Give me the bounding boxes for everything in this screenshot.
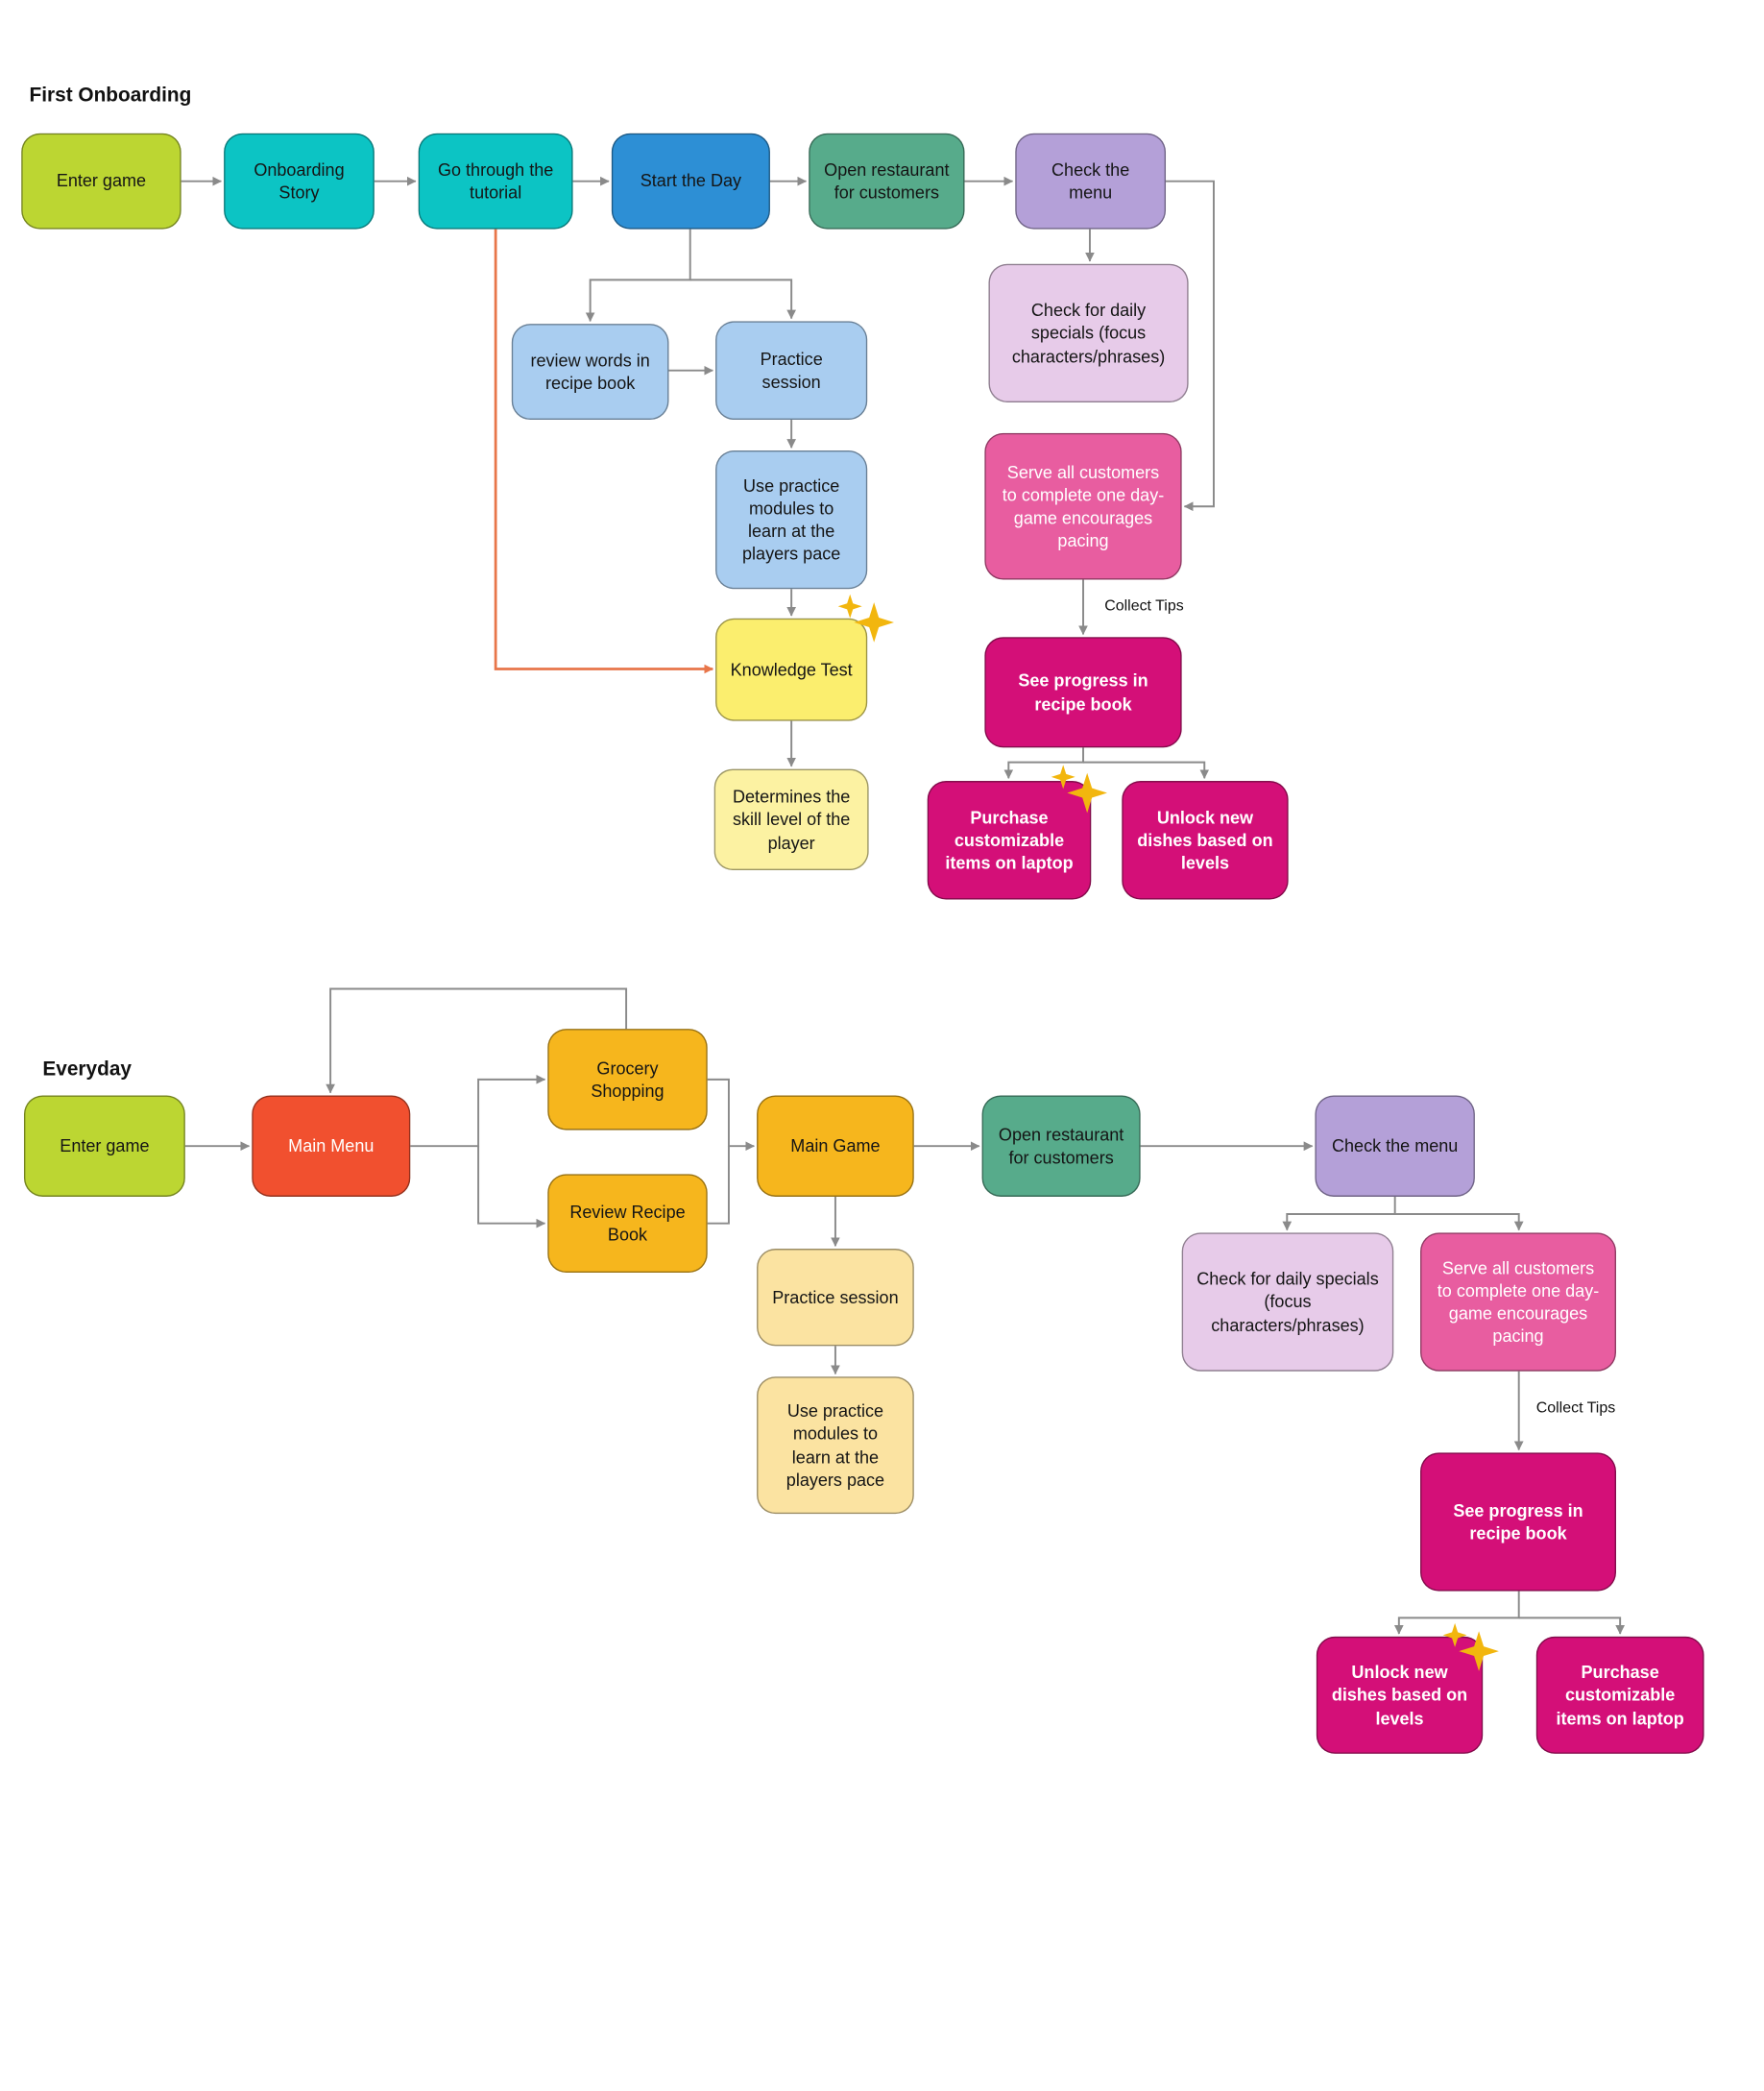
node-label: Check the menu — [1051, 159, 1130, 203]
node-check-daily-specials[interactable]: Check for daily specials (focus characte… — [988, 263, 1189, 403]
node-label: Check for daily specials (focus characte… — [1196, 1269, 1379, 1335]
node-grocery-shopping[interactable]: Grocery Shopping — [547, 1029, 708, 1131]
node-onboarding-story[interactable]: Onboarding Story — [224, 133, 375, 230]
section-title-everyday: Everyday — [42, 1058, 132, 1082]
node-label: Main Menu — [288, 1135, 375, 1156]
flow-edge — [707, 1078, 755, 1152]
flow-edge — [1003, 747, 1084, 779]
node-label: Determines the skill level of the player — [732, 786, 851, 853]
flow-edge — [1394, 1213, 1524, 1231]
node-unlock-new-dishes[interactable]: Unlock new dishes based on levels — [1122, 781, 1289, 900]
node-open-restaurant[interactable]: Open restaurant for customers — [981, 1095, 1141, 1197]
node-label: Enter game — [60, 1135, 150, 1156]
edge-label-collect-tips: Collect Tips — [1104, 597, 1184, 615]
node-see-progress-recipe-book[interactable]: See progress in recipe book — [1420, 1452, 1616, 1592]
node-review-recipe-book[interactable]: Review Recipe Book — [547, 1174, 708, 1274]
flow-edge — [1166, 180, 1215, 512]
node-label: Use practice modules to learn at the pla… — [785, 1400, 885, 1490]
node-label: Go through the tutorial — [437, 159, 554, 203]
node-label: Start the Day — [640, 171, 742, 191]
node-main-menu[interactable]: Main Menu — [252, 1095, 411, 1197]
node-label: See progress in recipe book — [1018, 670, 1148, 714]
node-check-the-menu[interactable]: Check the menu — [1315, 1095, 1475, 1197]
flow-edge — [689, 279, 797, 320]
node-label: Open restaurant for customers — [998, 1124, 1124, 1168]
flow-edge — [1282, 1196, 1396, 1231]
node-serve-all-customers[interactable]: Serve all customers to complete one day-… — [1420, 1232, 1616, 1372]
flow-edge — [410, 1074, 546, 1148]
node-label: review words in recipe book — [530, 350, 650, 394]
node-determines-skill-level[interactable]: Determines the skill level of the player — [713, 768, 869, 871]
flow-edge-orange — [494, 229, 713, 674]
node-label: Enter game — [56, 171, 147, 191]
node-label: Grocery Shopping — [591, 1058, 665, 1102]
node-purchase-customizable-items[interactable]: Purchase customizable items on laptop — [1535, 1636, 1704, 1754]
node-go-through-tutorial[interactable]: Go through the tutorial — [418, 133, 573, 230]
node-start-the-day[interactable]: Start the Day — [611, 133, 770, 230]
node-review-words-recipe-book[interactable]: review words in recipe book — [511, 324, 669, 421]
edge-label-collect-tips: Collect Tips — [1535, 1400, 1616, 1417]
node-label: Unlock new dishes based on levels — [1137, 807, 1273, 873]
node-main-game[interactable]: Main Game — [757, 1095, 914, 1197]
node-label: Purchase customizable items on laptop — [945, 807, 1074, 873]
node-unlock-new-dishes[interactable]: Unlock new dishes based on levels — [1316, 1636, 1484, 1754]
node-enter-game[interactable]: Enter game — [23, 1095, 185, 1197]
node-enter-game[interactable]: Enter game — [21, 133, 181, 230]
node-label: Serve all customers to complete one day-… — [1437, 1257, 1600, 1347]
node-label: Check for daily specials (focus characte… — [1011, 300, 1166, 366]
node-open-restaurant[interactable]: Open restaurant for customers — [809, 133, 965, 230]
flow-edge — [1393, 1591, 1520, 1635]
node-practice-modules[interactable]: Use practice modules to learn at the pla… — [757, 1376, 914, 1515]
node-label: See progress in recipe book — [1453, 1500, 1583, 1544]
node-label: Practice session — [760, 349, 823, 392]
flow-edge — [326, 987, 628, 1094]
node-label: Onboarding Story — [254, 159, 345, 203]
node-check-daily-specials[interactable]: Check for daily specials (focus characte… — [1181, 1232, 1394, 1372]
node-see-progress-recipe-book[interactable]: See progress in recipe book — [984, 637, 1182, 748]
node-label: Practice session — [772, 1287, 899, 1307]
node-practice-session[interactable]: Practice session — [757, 1249, 914, 1347]
flow-edge — [477, 1146, 546, 1228]
node-label: Use practice modules to learn at the pla… — [742, 474, 841, 565]
flow-edge — [1083, 761, 1210, 779]
flow-edge — [707, 1146, 730, 1225]
node-practice-session[interactable]: Practice session — [715, 321, 868, 421]
node-purchase-customizable-items[interactable]: Purchase customizable items on laptop — [927, 781, 1092, 900]
node-label: Knowledge Test — [730, 659, 853, 680]
node-label: Serve all customers to complete one day-… — [1002, 462, 1165, 551]
node-knowledge-test[interactable]: Knowledge Test — [715, 618, 868, 721]
node-check-the-menu[interactable]: Check the menu — [1015, 133, 1167, 230]
section-title-first-onboarding: First Onboarding — [29, 84, 192, 107]
node-label: Main Game — [790, 1135, 881, 1156]
node-label: Purchase customizable items on laptop — [1556, 1662, 1684, 1728]
node-practice-modules[interactable]: Use practice modules to learn at the pla… — [715, 450, 868, 590]
flow-edge — [1518, 1617, 1626, 1635]
node-serve-all-customers[interactable]: Serve all customers to complete one day-… — [984, 432, 1182, 580]
node-label: Open restaurant for customers — [824, 159, 950, 203]
node-label: Unlock new dishes based on levels — [1331, 1662, 1468, 1728]
node-label: Check the menu — [1331, 1135, 1459, 1156]
node-label: Review Recipe Book — [569, 1202, 686, 1245]
flow-edge — [585, 229, 691, 323]
